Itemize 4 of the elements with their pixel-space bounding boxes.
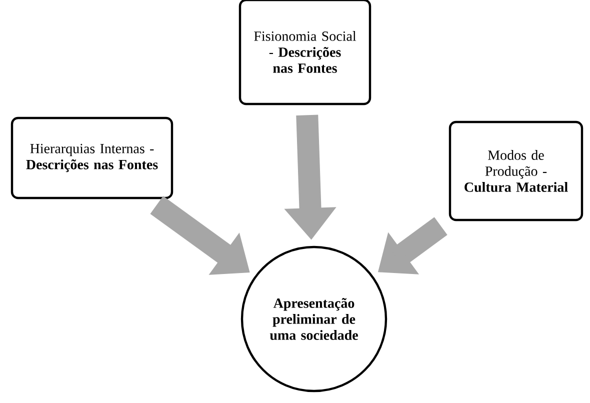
rounded-box: Modos de Produção - Cultura Material <box>448 120 584 222</box>
rounded-box: Hierarquias Internas - Descrições nas Fontes <box>10 116 174 200</box>
circle-node: Apresentação preliminar de uma sociedade <box>240 246 388 392</box>
rounded-box: Fisionomia Social - Descrições nas Fontes <box>238 0 372 106</box>
